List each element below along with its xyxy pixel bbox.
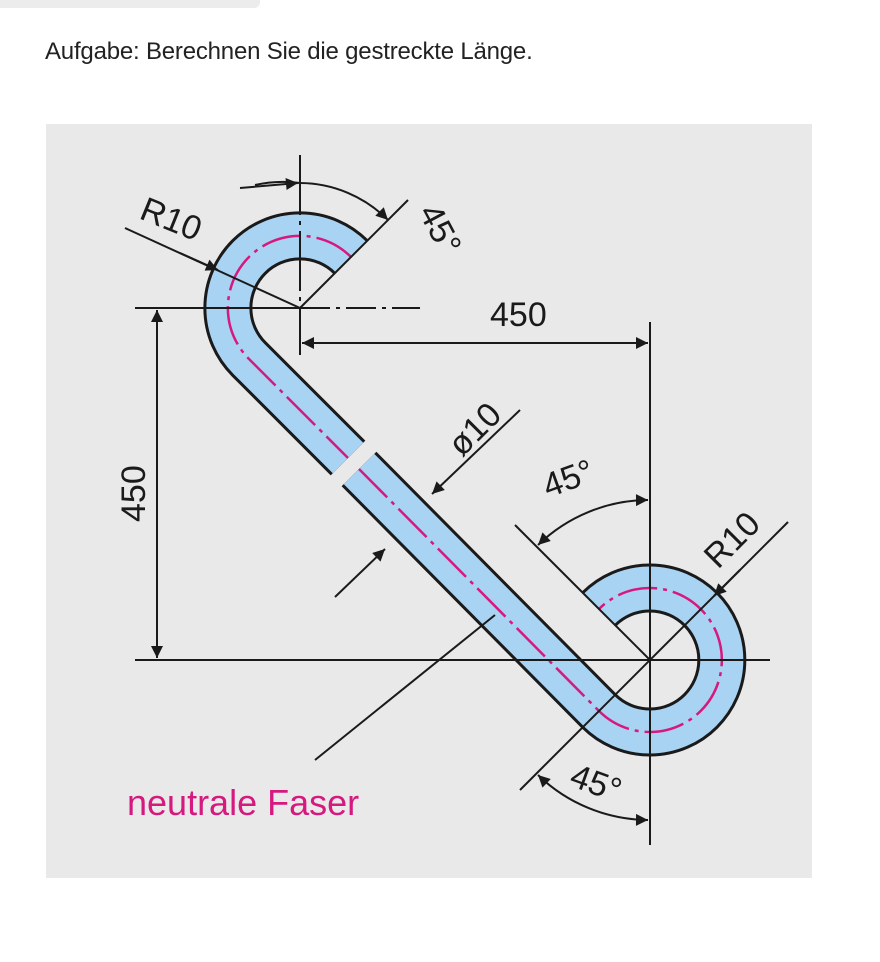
diameter-arrow-top [431, 409, 521, 495]
diameter-arrow-bottom [334, 548, 386, 598]
radius-top-arrow [179, 252, 219, 271]
angle-top-arrow [239, 178, 299, 191]
top-bar [0, 0, 260, 8]
construction-lines [124, 155, 789, 845]
task-title: Aufgabe: Berechnen Sie die gestreckte Lä… [45, 38, 533, 65]
angle-bottom-arc [537, 774, 649, 826]
angle-middle-arc [537, 494, 649, 546]
neutral-fiber [226, 234, 724, 734]
radius-bottom-arrow [713, 569, 741, 597]
angle-top-arc [254, 180, 389, 221]
horizontal-dimension-label: 450 [490, 296, 547, 334]
neutral-fiber-label: neutrale Faser [127, 782, 359, 823]
rod [203, 211, 747, 757]
vertical-dimension-label: 450 [115, 465, 153, 522]
